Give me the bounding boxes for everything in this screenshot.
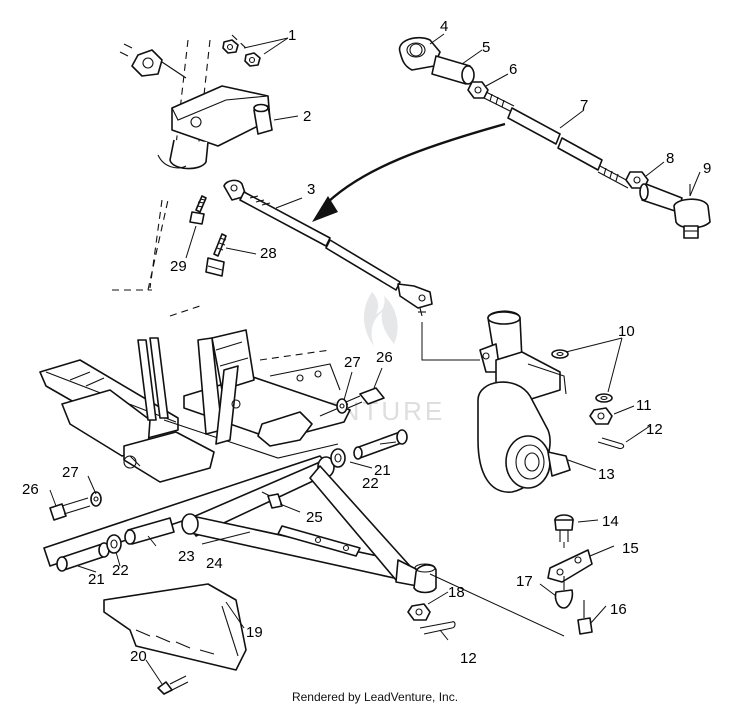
leader-lines	[49, 33, 701, 685]
callout-12-bottom: 12	[460, 650, 477, 667]
callout-4: 4	[440, 18, 448, 35]
callout-21-left: 21	[88, 571, 105, 588]
callout-3: 3	[307, 181, 315, 198]
callout-1: 1	[288, 27, 296, 44]
callout-28: 28	[260, 245, 277, 262]
callout-18: 18	[448, 584, 465, 601]
hardware-right	[547, 349, 625, 635]
callout-7: 7	[580, 97, 588, 114]
callout-labels: 1 2 3 4 5 6 7 8 9 10 11 12 13 14 15 16 1…	[22, 18, 711, 667]
callout-10: 10	[618, 323, 635, 340]
callout-29: 29	[170, 258, 187, 275]
steering-column-assembly	[112, 34, 273, 291]
callout-6: 6	[509, 61, 517, 78]
callout-26-left: 26	[22, 481, 39, 498]
callout-27-left: 27	[62, 464, 79, 481]
callout-15: 15	[622, 540, 639, 557]
callout-13: 13	[598, 466, 615, 483]
callout-26-right: 26	[376, 349, 393, 366]
callout-23: 23	[178, 548, 195, 565]
callout-16: 16	[610, 601, 627, 618]
callout-22-left: 22	[112, 562, 129, 579]
callout-27-right: 27	[344, 354, 361, 371]
hardware-left	[49, 387, 408, 695]
tie-rod-assembly	[223, 179, 433, 317]
ball-joint-end	[407, 563, 456, 635]
callout-25: 25	[306, 509, 323, 526]
tie-rod-exploded	[398, 36, 711, 239]
rendered-by-credit: Rendered by LeadVenture, Inc.	[291, 690, 459, 704]
callout-2: 2	[303, 108, 311, 125]
callout-9: 9	[703, 160, 711, 177]
callout-21-right: 21	[374, 462, 391, 479]
callout-19: 19	[246, 624, 263, 641]
callout-5: 5	[482, 39, 490, 56]
callout-11: 11	[636, 397, 652, 414]
direction-arrow	[312, 122, 506, 222]
frame-assembly	[39, 305, 351, 483]
callout-20: 20	[130, 648, 147, 665]
callout-22-right: 22	[362, 475, 379, 492]
spindle-knuckle	[477, 310, 571, 493]
callout-17: 17	[516, 573, 533, 590]
callout-24: 24	[206, 555, 223, 572]
callout-14: 14	[602, 513, 619, 530]
callout-8: 8	[666, 150, 674, 167]
callout-12-right: 12	[646, 421, 663, 438]
